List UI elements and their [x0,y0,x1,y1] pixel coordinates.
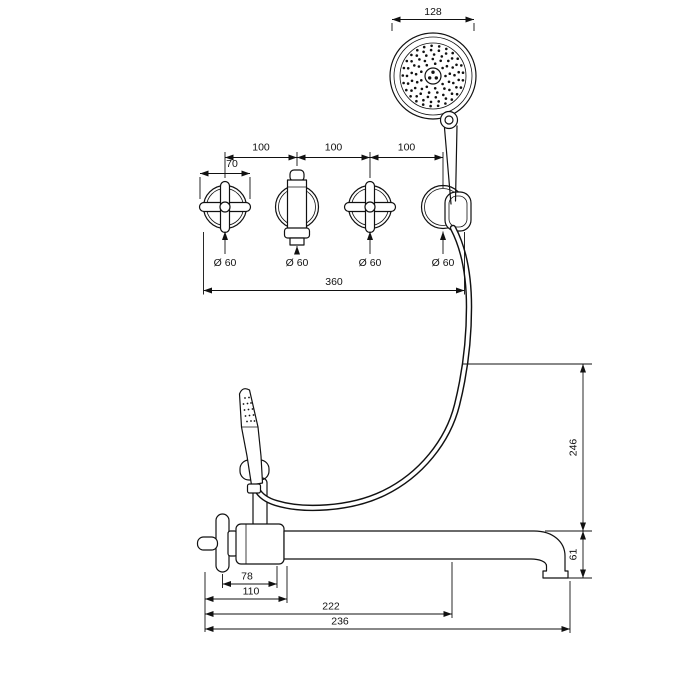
hose-connector [246,483,262,494]
dim-label-spacing-2: 100 [325,142,343,154]
diverter-valve [274,169,320,246]
mixer-body [235,523,285,565]
spray-head-rim [389,32,477,120]
handle-joint [439,110,459,130]
dim-label-wall-height: 246 [568,439,580,457]
dim-label-handle-offset: 78 [241,571,253,583]
shower-hose [253,224,473,512]
spray-center-button [424,67,442,85]
dim-label-spout-reach: 222 [322,601,340,613]
docked-hand-shower [238,388,264,486]
dim-label-spacing-3: 100 [398,142,416,154]
hand-shower-handle [443,127,452,205]
dim-label-total-reach: 236 [331,616,349,628]
cross-handle-valve-left [198,180,252,234]
dim-label-head-width: 128 [424,6,442,18]
spout [283,530,569,579]
dimension-annotations: 128 100 100 100 70 Ø 60 Ø 60 Ø 60 Ø 60 3… [199,6,592,633]
hand-shower-spray-dots [242,396,256,423]
bath-mixer-side-view [196,388,569,579]
wall-elements-row [198,169,472,246]
dim-label-escutcheon-4: Ø 60 [432,257,455,269]
dim-label-total-width: 360 [325,276,343,288]
nozzle-pattern [401,44,465,108]
dim-label-escutcheon-3: Ø 60 [359,257,382,269]
dim-label-escutcheon-1: Ø 60 [214,257,237,269]
hand-shower-front-view [389,32,477,205]
dim-label-spacing-1: 100 [252,142,270,154]
dim-label-handle-width: 70 [226,158,238,170]
cross-handle-side-left-arm [196,536,219,551]
cross-handle-valve-right [343,180,397,234]
shower-holder [420,184,472,232]
dim-label-spout-drop: 61 [568,549,580,561]
dim-label-body-offset: 110 [243,586,260,598]
dim-label-escutcheon-2: Ø 60 [286,257,309,269]
